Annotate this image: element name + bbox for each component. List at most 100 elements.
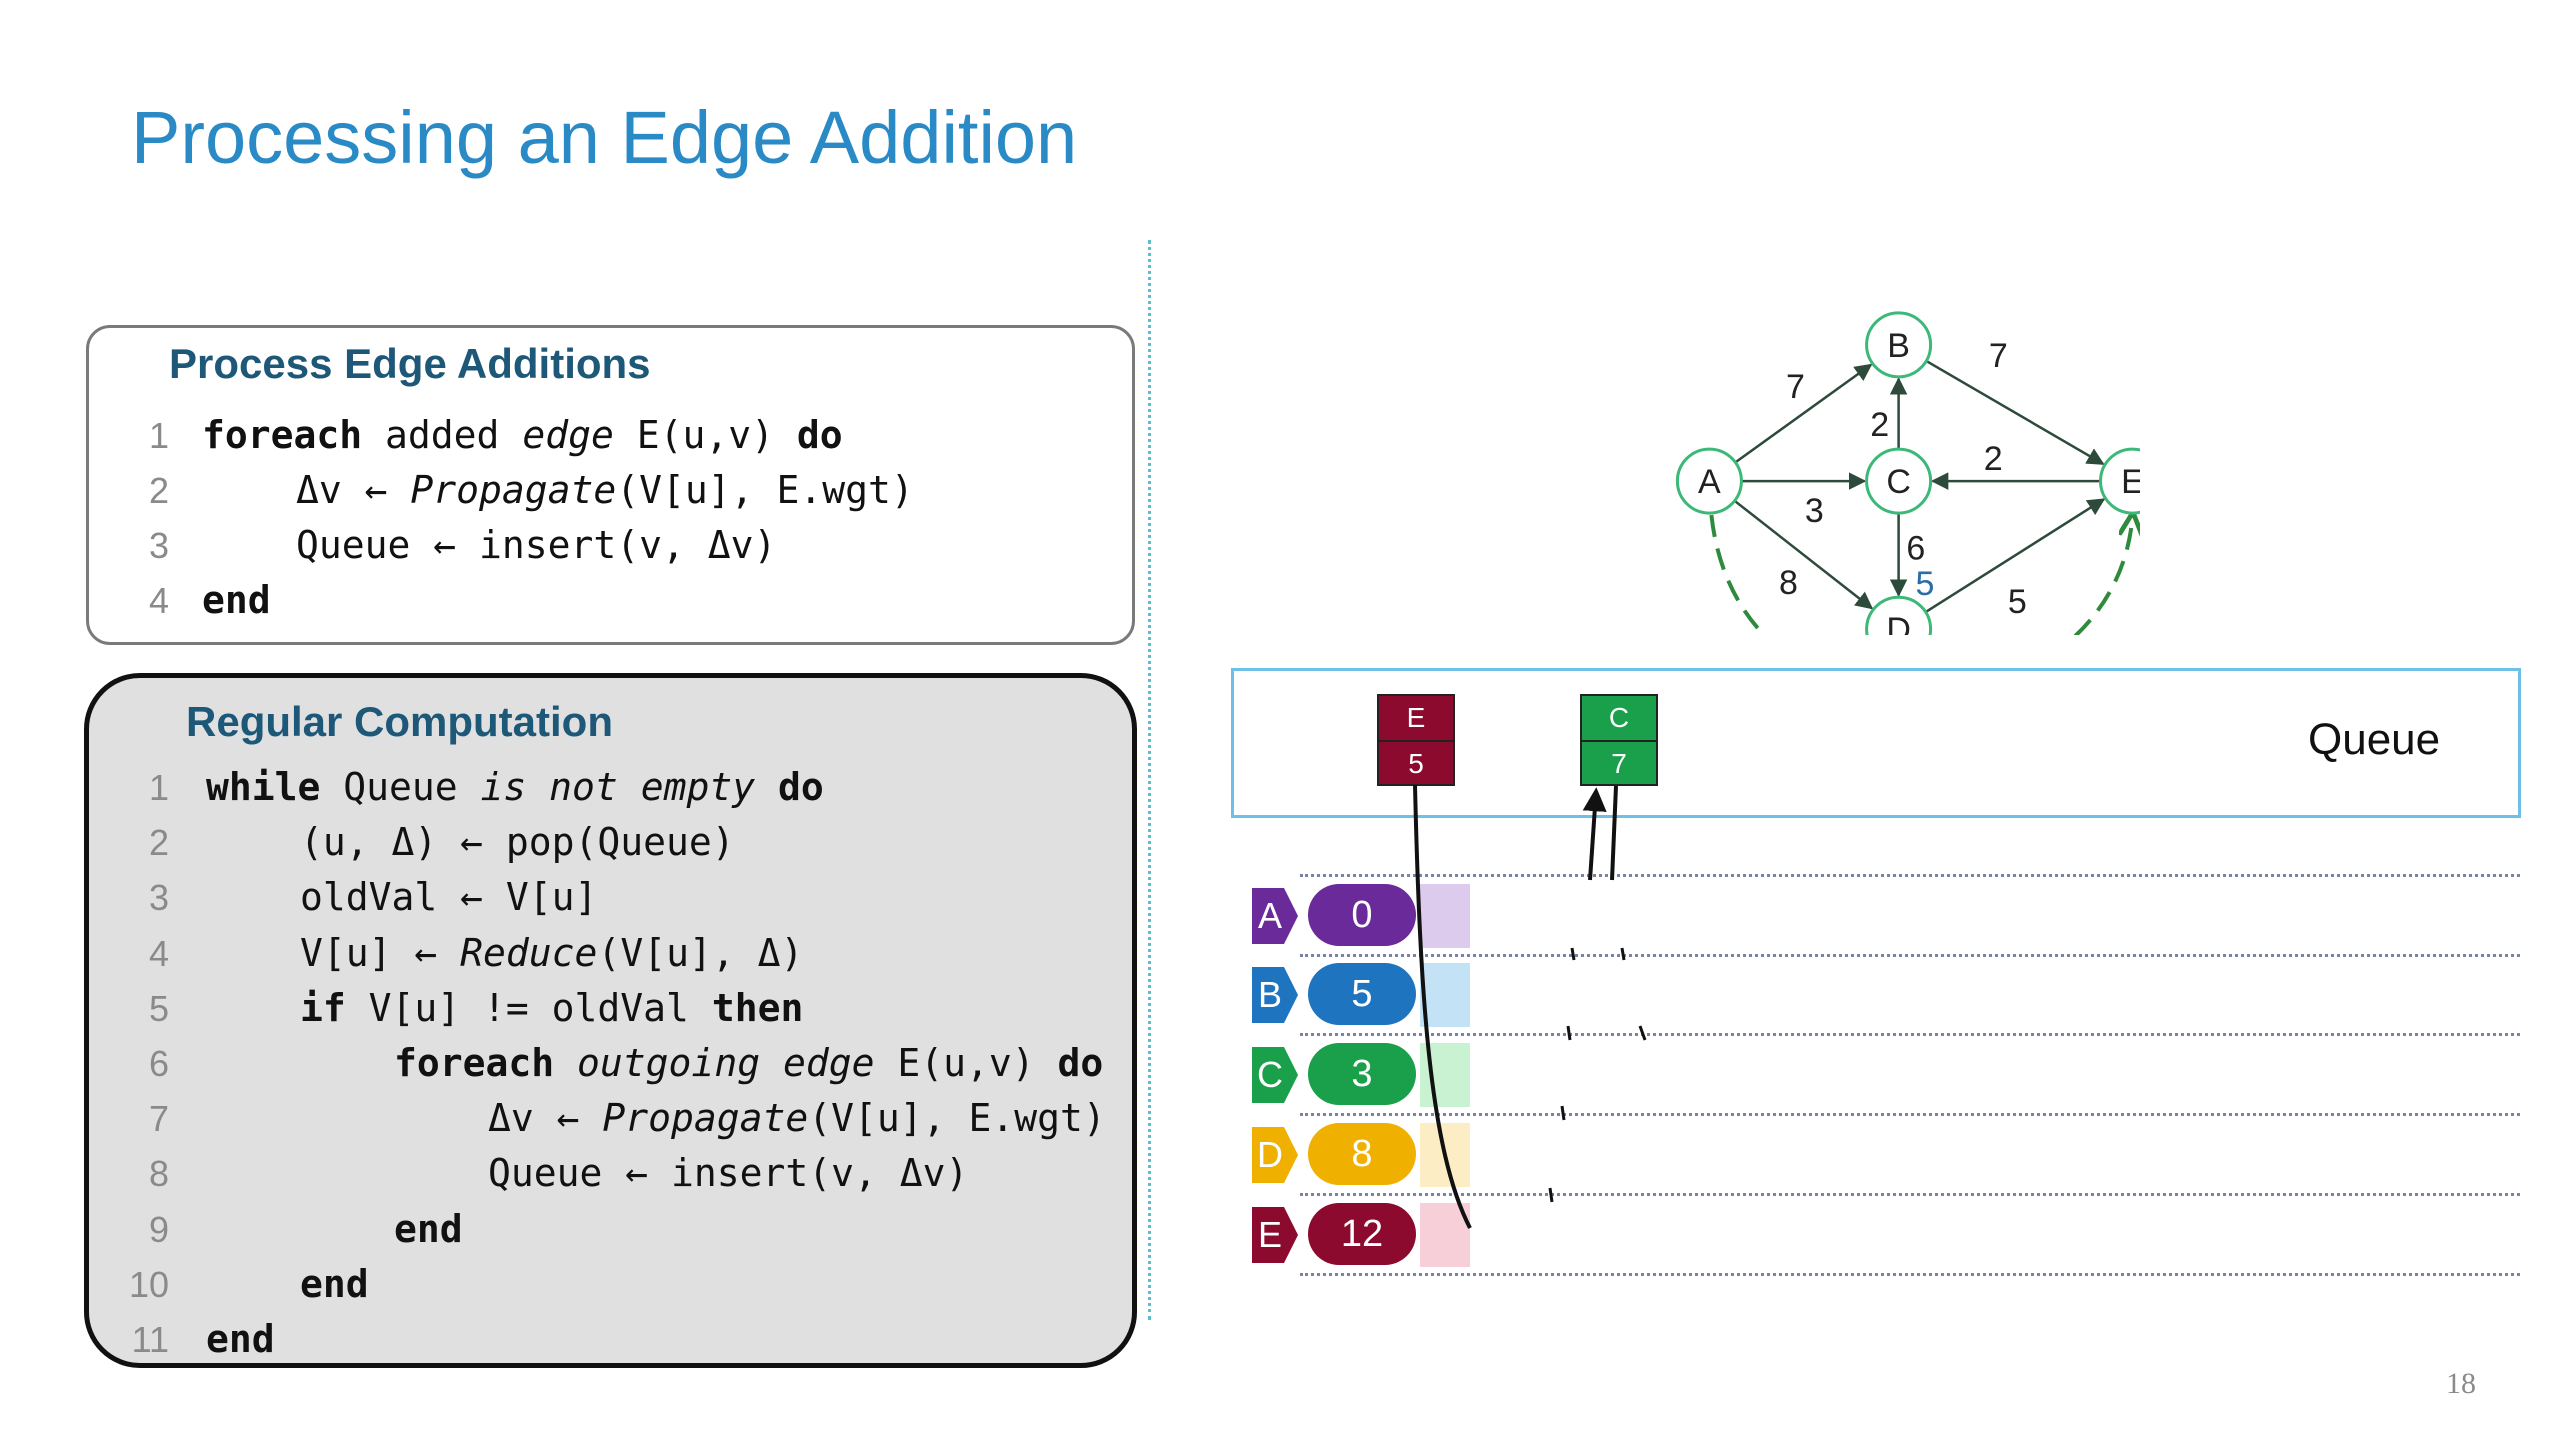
edge-a-b bbox=[1734, 363, 1873, 464]
code-token: Propagate bbox=[410, 468, 617, 512]
code-text: Δv ← Propagate(V[u], E.wgt) bbox=[488, 1091, 1106, 1146]
row-divider bbox=[1300, 954, 2520, 957]
queue-item-vertex: E bbox=[1379, 696, 1453, 742]
code-token: (V[u], E.wgt) bbox=[616, 468, 914, 512]
code-token: end bbox=[394, 1206, 463, 1251]
added-edge-weight-label: 5 bbox=[1916, 565, 1935, 603]
code-text: Queue ← insert(v, Δv) bbox=[296, 518, 776, 573]
vertex-row-c: C 3 bbox=[1250, 1043, 2520, 1107]
code-token: foreach bbox=[394, 1041, 555, 1085]
code-token: Δv ← bbox=[488, 1096, 603, 1141]
vertex-shade bbox=[1420, 884, 1470, 948]
edge-a-d bbox=[1733, 499, 1874, 610]
code-text: oldVal ← V[u] bbox=[300, 870, 597, 925]
code-token: end bbox=[300, 1261, 369, 1306]
code-token: foreach bbox=[202, 413, 363, 457]
code-token: do bbox=[1057, 1041, 1104, 1085]
code-token: (V[u], Δ) bbox=[597, 930, 804, 975]
box-title: Regular Computation bbox=[186, 698, 613, 745]
code-token: edge bbox=[522, 413, 614, 457]
code-token: Queue ← insert(v, Δv) bbox=[488, 1151, 969, 1196]
code-text: if V[u] != oldVal then bbox=[300, 981, 803, 1036]
vertex-name: C bbox=[1257, 1054, 1283, 1095]
line-number: 5 bbox=[148, 987, 169, 1029]
box-title: Process Edge Additions bbox=[169, 340, 651, 387]
vertex-shade bbox=[1420, 963, 1470, 1027]
code-token: Δv ← bbox=[296, 468, 411, 512]
vertex-value: 5 bbox=[1308, 963, 1416, 1025]
node-label: A bbox=[1698, 463, 1721, 501]
edge-weight-label: 2 bbox=[1870, 406, 1889, 444]
line-number: 11 bbox=[131, 1319, 169, 1360]
code-token: (V[u], E.wgt) bbox=[808, 1096, 1106, 1141]
vertex-name: E bbox=[1258, 1214, 1282, 1255]
vertex-name: D bbox=[1257, 1134, 1283, 1175]
edge-weight-label: 2 bbox=[1984, 440, 2003, 478]
code-token: Queue bbox=[320, 765, 481, 809]
line-number: 3 bbox=[148, 877, 169, 919]
code-text: end bbox=[206, 1312, 275, 1367]
vertex-value: 12 bbox=[1308, 1203, 1416, 1265]
code-token: end bbox=[202, 578, 271, 622]
code-text: while Queue is not empty do bbox=[206, 760, 824, 815]
row-divider bbox=[1300, 874, 2520, 877]
line-number: 2 bbox=[148, 822, 169, 864]
vertex-row-d: D 8 bbox=[1250, 1123, 2520, 1187]
node-c bbox=[1865, 447, 1933, 515]
vertex-name: B bbox=[1258, 974, 1282, 1015]
code-token: do bbox=[777, 765, 824, 809]
code-text: Queue ← insert(v, Δv) bbox=[488, 1146, 968, 1201]
edge-b-e bbox=[1925, 359, 2105, 466]
code-token: if bbox=[300, 985, 346, 1030]
code-token: is not empty bbox=[480, 765, 756, 809]
node-a bbox=[1675, 447, 1743, 515]
code-text: end bbox=[394, 1202, 463, 1257]
line-number: 6 bbox=[148, 1043, 169, 1084]
added-edge-a-e bbox=[1709, 515, 2132, 635]
line-number: 9 bbox=[148, 1208, 169, 1250]
code-token: Propagate bbox=[602, 1096, 809, 1141]
code-text: end bbox=[202, 573, 271, 628]
code-token: V[u] ← bbox=[300, 930, 461, 975]
code-text: V[u] ← Reduce(V[u], Δ) bbox=[300, 926, 803, 981]
node-label: B bbox=[1887, 327, 1910, 365]
edge-weight-label: 7 bbox=[1989, 337, 2008, 375]
node-b bbox=[1865, 311, 1933, 379]
queue-item-delta: 5 bbox=[1408, 748, 1424, 779]
vertex-row-b: B 5 bbox=[1250, 963, 2520, 1027]
node-label: D bbox=[1886, 611, 1911, 635]
code-token: oldVal ← V[u] bbox=[300, 875, 598, 920]
edge-weight-label: 5 bbox=[2008, 583, 2027, 621]
code-text: foreach outgoing edge E(u,v) do bbox=[394, 1036, 1103, 1091]
line-number: 1 bbox=[148, 415, 169, 456]
row-divider bbox=[1300, 1273, 2520, 1276]
code-token: added bbox=[362, 413, 523, 457]
code-token bbox=[755, 765, 778, 809]
slide-title: Processing an Edge Addition bbox=[131, 96, 1078, 179]
vertical-divider bbox=[1148, 240, 1151, 1320]
page-number: 18 bbox=[2446, 1367, 2476, 1400]
vertex-value: 8 bbox=[1308, 1123, 1416, 1185]
code-token: Queue ← insert(v, Δv) bbox=[296, 523, 777, 567]
code-text: foreach added edge E(u,v) do bbox=[202, 408, 843, 463]
vertex-row-e: E 12 bbox=[1250, 1203, 2520, 1267]
code-token: Reduce bbox=[460, 930, 598, 975]
edge-weight-label: 6 bbox=[1906, 530, 1925, 568]
line-number: 2 bbox=[148, 470, 169, 511]
code-token: then bbox=[711, 985, 804, 1030]
line-number: 10 bbox=[128, 1263, 169, 1305]
queue-item-delta: 7 bbox=[1611, 748, 1627, 779]
line-number: 4 bbox=[148, 932, 169, 974]
code-token: E(u,v) bbox=[613, 413, 797, 457]
vertex-tag: C bbox=[1252, 1047, 1298, 1103]
code-token: E(u,v) bbox=[874, 1041, 1058, 1085]
vertex-shade bbox=[1420, 1203, 1470, 1267]
row-divider bbox=[1300, 1113, 2520, 1116]
code-token: (u, Δ) ← pop(Queue) bbox=[300, 820, 735, 865]
code-token bbox=[554, 1041, 577, 1085]
process-edge-additions-box: Process Edge Additions 1 foreach added ed… bbox=[86, 325, 1135, 645]
